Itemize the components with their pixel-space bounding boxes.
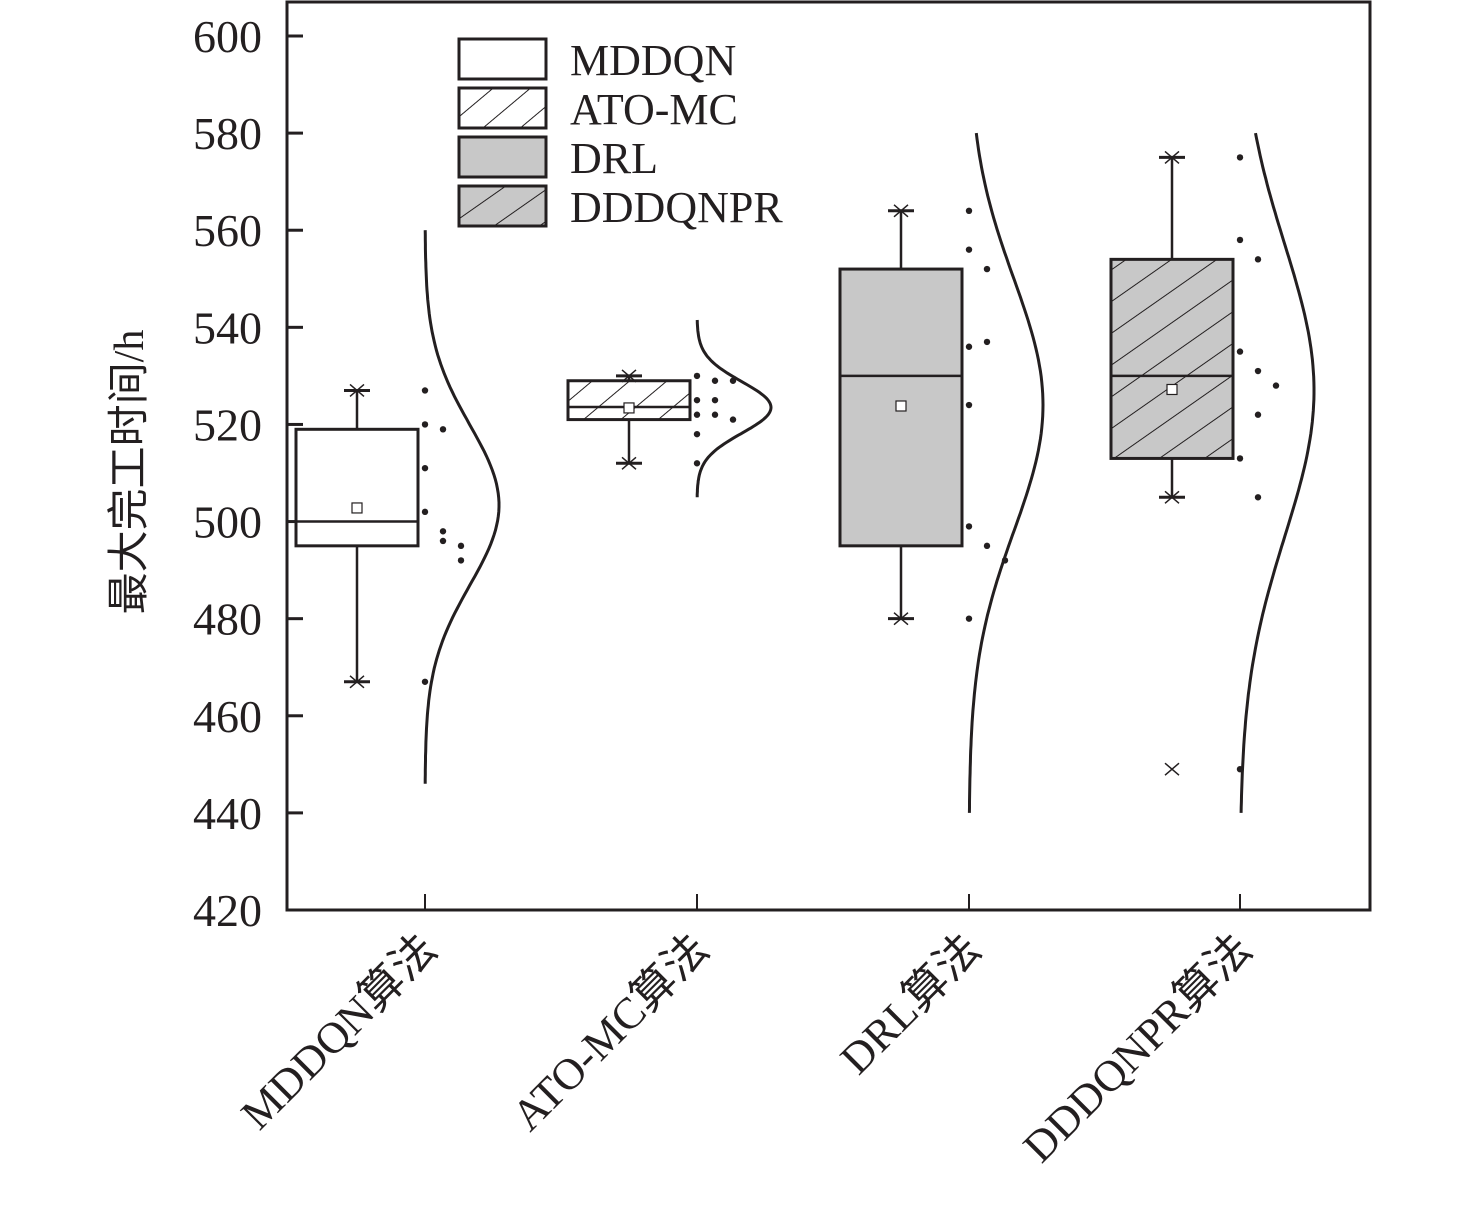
data-point xyxy=(983,265,991,273)
normal-curve xyxy=(1239,132,1316,813)
box-group-mddqn xyxy=(294,230,501,784)
box xyxy=(1109,257,1235,460)
y-tick-label: 420 xyxy=(193,885,262,936)
y-tick-label: 600 xyxy=(193,11,262,62)
data-point xyxy=(1272,382,1280,389)
y-tick-label: 500 xyxy=(193,497,262,548)
data-point xyxy=(1236,154,1244,161)
outlier-marker xyxy=(1164,762,1180,776)
data-point xyxy=(439,426,447,433)
data-point xyxy=(457,542,465,550)
data-point xyxy=(1254,494,1262,501)
x-tick-label: DDDQNPR算法 xyxy=(1014,924,1261,1171)
x-tick-label: ATO-MC算法 xyxy=(502,924,718,1140)
y-tick-label: 480 xyxy=(193,594,262,645)
data-point xyxy=(729,416,737,423)
mean-marker xyxy=(351,502,363,514)
legend-label: ATO-MC xyxy=(570,85,738,134)
box-group-dddqnpr xyxy=(1109,132,1316,813)
data-point xyxy=(1236,455,1244,462)
extreme-marker xyxy=(621,369,637,383)
legend-label: DDDQNPR xyxy=(570,183,783,232)
data-point xyxy=(965,615,973,622)
box-group-ato-mc xyxy=(566,319,773,498)
data-point xyxy=(693,460,701,467)
extreme-marker xyxy=(893,204,909,218)
legend-label: DRL xyxy=(570,134,658,183)
data-point xyxy=(439,537,447,545)
data-point xyxy=(693,396,701,404)
data-point xyxy=(693,430,701,438)
legend-swatch xyxy=(457,86,548,130)
data-point xyxy=(965,246,973,253)
data-point xyxy=(711,396,719,404)
y-axis: 420 440 460 480 500 520 540 560 580 600 xyxy=(193,11,303,936)
y-tick-label: 560 xyxy=(193,205,262,256)
data-point xyxy=(711,411,719,418)
x-tick-label: MDDQN算法 xyxy=(232,924,446,1138)
data-point xyxy=(965,401,973,409)
extreme-marker xyxy=(893,612,909,626)
legend-swatch xyxy=(457,184,548,228)
normal-curve xyxy=(967,132,1045,813)
legend-label: MDDQN xyxy=(570,36,736,85)
data-point xyxy=(1236,348,1244,355)
data-point xyxy=(421,464,429,472)
y-axis-label: 最大完工时间/h xyxy=(106,330,153,615)
data-point xyxy=(1254,256,1262,263)
mean-marker xyxy=(623,402,635,414)
y-tick-label: 540 xyxy=(193,302,262,353)
y-tick-label: 440 xyxy=(193,788,262,839)
extreme-marker xyxy=(349,675,365,689)
box xyxy=(294,427,420,548)
data-point xyxy=(421,678,429,685)
data-point xyxy=(421,421,429,428)
y-tick-label: 520 xyxy=(193,399,262,450)
y-tick-label: 460 xyxy=(193,691,262,742)
data-point xyxy=(965,343,973,350)
data-point xyxy=(421,508,429,516)
mean-marker xyxy=(1166,383,1178,396)
data-point xyxy=(1236,236,1244,244)
data-point xyxy=(983,542,991,550)
mean-marker xyxy=(895,400,907,412)
data-point xyxy=(693,372,701,380)
extreme-marker xyxy=(1164,490,1180,504)
x-tick-label: DRL算法 xyxy=(831,924,990,1083)
data-point xyxy=(983,338,991,346)
normal-curve xyxy=(423,230,501,784)
box xyxy=(566,379,692,422)
box xyxy=(838,267,964,548)
data-point xyxy=(711,377,719,384)
box-group-drl xyxy=(838,132,1045,813)
data-point xyxy=(1254,411,1262,418)
data-point xyxy=(693,411,701,418)
extreme-marker xyxy=(349,383,365,398)
data-point xyxy=(1254,367,1262,375)
extreme-marker xyxy=(1164,150,1180,164)
data-point xyxy=(965,523,973,530)
data-point xyxy=(457,557,465,564)
extreme-marker xyxy=(621,456,637,470)
plot-border xyxy=(285,0,1372,912)
box-groups xyxy=(294,132,1316,813)
normal-curve xyxy=(695,319,773,498)
data-point xyxy=(965,207,973,214)
data-point xyxy=(439,528,447,535)
plot-frame xyxy=(285,0,1372,912)
legend-swatch xyxy=(457,37,548,81)
legend-swatch xyxy=(457,135,548,179)
data-point xyxy=(421,387,429,394)
y-tick-label: 580 xyxy=(193,108,262,159)
